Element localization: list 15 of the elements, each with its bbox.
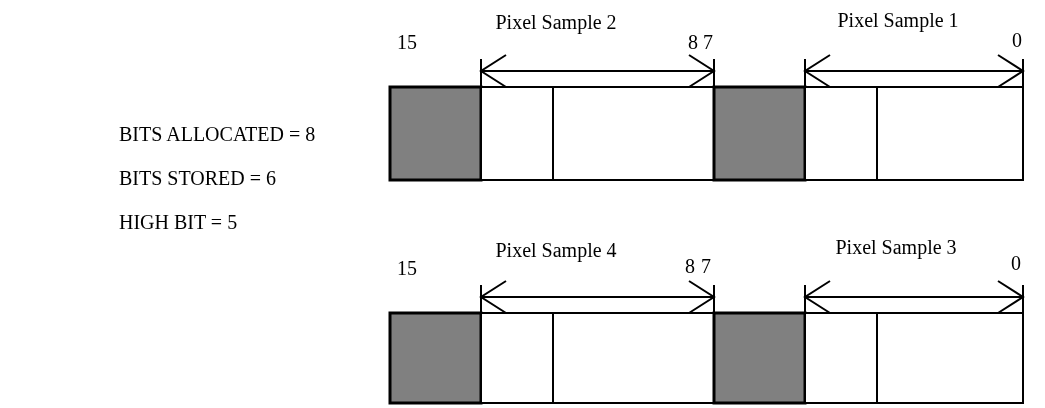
- bit-number: 15: [397, 256, 417, 280]
- sample-label: Pixel Sample 2: [495, 10, 617, 34]
- bit-number: 15: [397, 30, 417, 54]
- bit-number: 0: [1012, 28, 1022, 52]
- bit-number: 8: [688, 30, 698, 54]
- bit-number: 0: [1011, 251, 1021, 275]
- parameter-text: HIGH BIT = 5: [119, 210, 238, 234]
- sample-label: Pixel Sample 4: [495, 238, 617, 262]
- parameter-text: BITS ALLOCATED = 8: [119, 122, 316, 146]
- bit-number: 7: [703, 30, 713, 54]
- bit-number: 7: [701, 254, 711, 278]
- sample-label: Pixel Sample 3: [835, 235, 957, 259]
- parameter-text: BITS STORED = 6: [119, 166, 277, 190]
- bit-number: 8: [685, 254, 695, 278]
- sample-label: Pixel Sample 1: [837, 8, 959, 32]
